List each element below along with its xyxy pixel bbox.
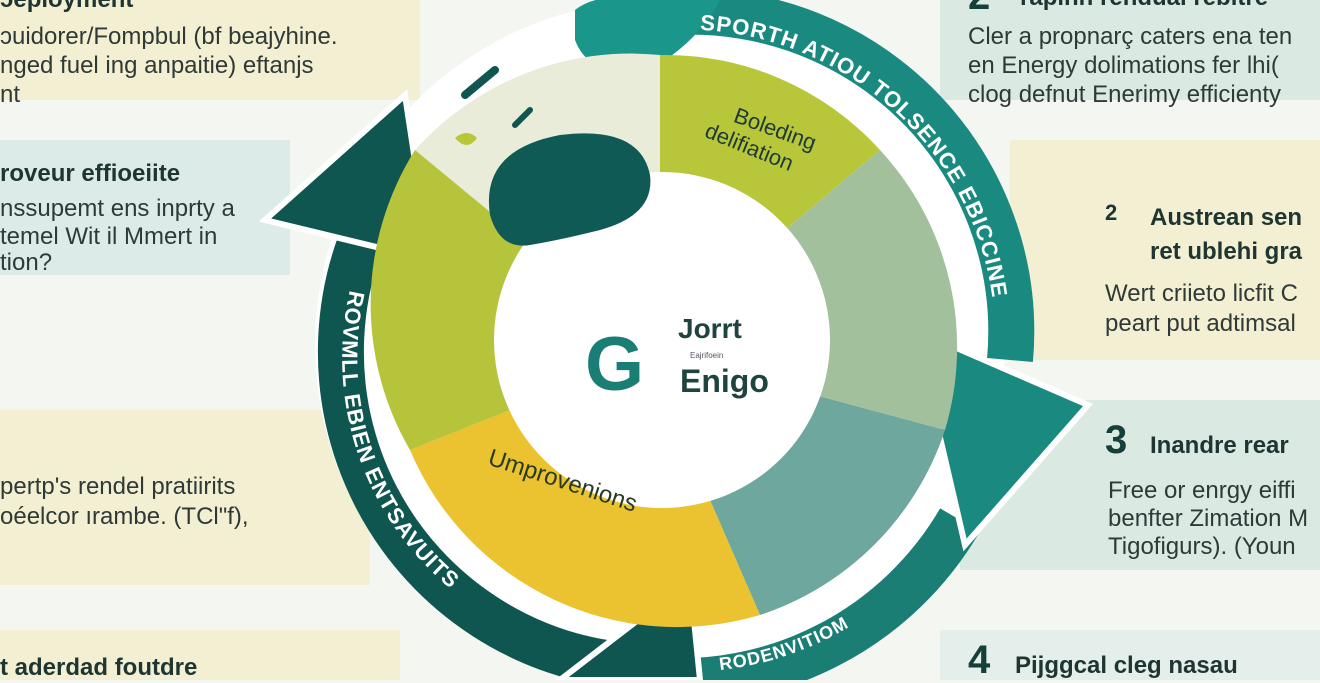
segment-left xyxy=(370,150,530,450)
dash-mark xyxy=(461,66,499,99)
right-panel-2-title: Austrean sen xyxy=(1150,204,1303,231)
right-panel-3-line-2: benfter Zimation M xyxy=(1108,505,1309,532)
left-panel-3-line-1: pertp's rendel pratiirits xyxy=(0,473,236,500)
right-panel-3-line-3: Tigofigurs). (Youn xyxy=(1108,533,1296,560)
right-panel-2-title-2: ret ublehi gra xyxy=(1150,238,1303,265)
right-panel-3-number: 3 xyxy=(1105,418,1128,462)
left-panel-3: pertp's rendel pratiirits oéelcor ırambe… xyxy=(0,410,370,585)
donut xyxy=(370,53,958,628)
left-panel-2-title: roveur effioeiite xyxy=(0,160,181,187)
segment-right-bottom xyxy=(710,395,945,615)
center-circle xyxy=(494,172,830,508)
right-panel-2-number: 2 xyxy=(1105,200,1118,225)
ring-arc-bottom xyxy=(650,508,980,680)
left-panel-2-line-3: tion? xyxy=(0,249,53,276)
right-panel-1-line-2: en Energy dolimations fer lhi( xyxy=(968,52,1279,79)
fuel-pump-icon xyxy=(488,133,651,246)
right-panel-4-title: Pijggcal cleg nasau xyxy=(1015,652,1238,679)
left-panel-2-line-1: nssupemt ens inprty a xyxy=(0,195,235,222)
left-panel-1: ɔeployment ɔuidorer/Fompbul (bf beajyhin… xyxy=(0,0,420,108)
left-panel-1-line-3: nt xyxy=(0,81,21,108)
right-panel-2b: Wert criieto licfit C peart put adtimsal xyxy=(1010,275,1320,360)
left-panel-2-line-2: temel Wit il Mmert in xyxy=(0,223,218,250)
ring-arc-left xyxy=(317,188,623,680)
leaf-icon xyxy=(455,133,477,145)
dash-mark-2 xyxy=(512,107,533,128)
right-panel-3-line-1: Free or enrgy eiffi xyxy=(1108,477,1296,504)
center-subtitle: Eajrifoein xyxy=(690,351,723,360)
left-panel-1-line-2: nged fuel ing anpaitie) eftanjs xyxy=(0,52,314,79)
left-panel-2: roveur effioeiite nssupemt ens inprty a … xyxy=(0,140,290,276)
right-panel-2-line-2: peart put adtimsal xyxy=(1105,310,1296,337)
left-panel-1-line-1: ɔuidorer/Fompbul (bf beajyhine. xyxy=(0,23,338,50)
left-panel-1-title: ɔeployment xyxy=(0,0,133,14)
segment-bottom xyxy=(410,410,760,628)
right-panel-1-line-3: clog defnut Enerimy efficienty xyxy=(968,81,1282,108)
top-bubble-shape xyxy=(575,0,720,73)
center-title-2: Enigo xyxy=(680,363,769,399)
left-panel-4: t aderdad foutdre xyxy=(0,630,400,681)
center-title: Jorrt xyxy=(678,313,742,344)
right-panel-1-number: 2 xyxy=(968,0,990,19)
right-panel-4: 4 Pijggcal cleg nasau xyxy=(940,630,1320,682)
right-panel-3-title: Inandre rear xyxy=(1150,432,1289,459)
center-logo-letter: G xyxy=(585,322,644,407)
right-panel-2: 2 Austrean sen ret ublehi gra xyxy=(1010,140,1320,275)
left-panel-4-title: t aderdad foutdre xyxy=(0,654,198,681)
right-panel-1-line-1: Cler a propnarç caters ena ten xyxy=(968,23,1293,50)
right-panel-4-number: 4 xyxy=(968,638,991,682)
right-panel-2-line-1: Wert criieto licfit C xyxy=(1105,280,1298,307)
right-panel-1: 2 rapinn rendual rebitre Cler a propnarç… xyxy=(940,0,1320,108)
left-panel-3-line-2: oéelcor ırambe. (TCl"f), xyxy=(0,503,249,530)
right-panel-1-title: rapinn rendual rebitre xyxy=(1020,0,1268,12)
